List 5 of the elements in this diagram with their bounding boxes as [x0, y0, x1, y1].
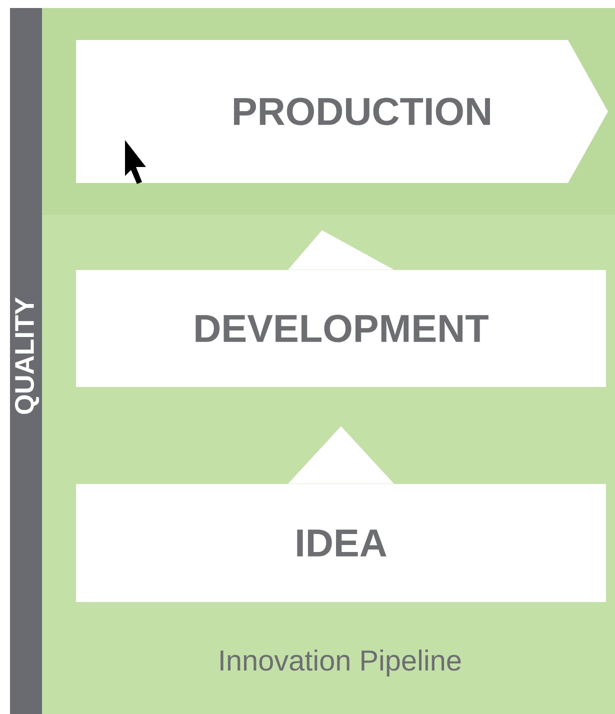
arrow-box: PRODUCTION	[76, 40, 608, 183]
side-bar: QUALITY	[10, 8, 42, 714]
chevron-arrow	[288, 230, 394, 270]
caption: Innovation Pipeline	[220, 650, 461, 676]
chevron-arrow	[288, 426, 394, 484]
